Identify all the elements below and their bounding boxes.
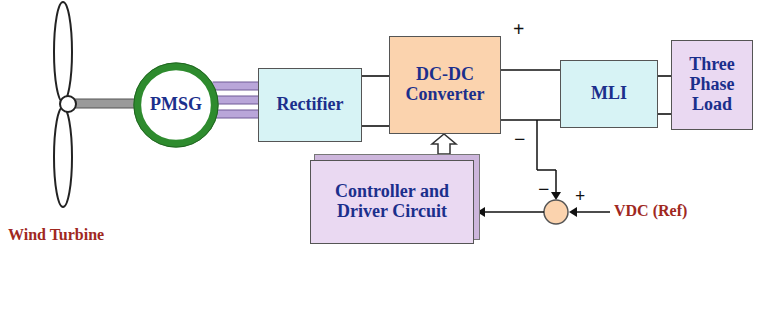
connector: [213, 86, 258, 114]
converter-box: DC-DC Converter: [389, 36, 501, 134]
turbine-shaft: [72, 99, 142, 108]
node-text: Rectifier: [277, 95, 344, 115]
signal-name: VDC (Ref): [614, 202, 687, 220]
power-line: [213, 83, 258, 90]
rectifier-box: Rectifier: [258, 68, 362, 142]
arrow-head: [477, 207, 485, 217]
turbine-hub: [60, 96, 76, 112]
power-line: [216, 111, 258, 118]
connector: [432, 134, 456, 154]
polarity-sign: +: [513, 18, 524, 41]
power-line: [501, 69, 560, 71]
generator-ring: [134, 63, 218, 147]
controller-box: Controller and Driver Circuit: [310, 160, 474, 244]
polarity-sign: −: [514, 128, 525, 151]
power-line: [501, 119, 560, 121]
power-line: [217, 97, 258, 104]
generator-ring: [137, 66, 214, 143]
error-wire: [484, 211, 544, 213]
arrow-head: [551, 192, 561, 200]
summing-junction: [544, 200, 568, 224]
power-line: [362, 125, 389, 127]
power-line: [217, 96, 258, 105]
power-line: [213, 82, 258, 91]
feedback-wire: [536, 120, 538, 170]
turbine-blade: [54, 107, 72, 207]
polarity-sign: −: [538, 178, 549, 201]
component-label: Wind Turbine: [8, 226, 104, 244]
feedback-wire: [537, 169, 556, 171]
feedback-wire: [555, 170, 557, 193]
turbine-blade: [54, 2, 72, 102]
connector: [362, 76, 389, 126]
node-text: DC-DC Converter: [396, 65, 494, 105]
power-line: [216, 110, 258, 119]
connector: [501, 70, 560, 120]
power-line: [362, 75, 389, 77]
node-text: Controller and Driver Circuit: [317, 182, 467, 222]
node-text: PMSG: [150, 95, 202, 115]
node-text: Three Phase Load: [678, 55, 746, 114]
arrow-head: [569, 207, 577, 217]
reference-wire: [576, 211, 610, 213]
inverter-box: MLI: [560, 60, 658, 128]
node-text: MLI: [591, 84, 627, 104]
power-line: [658, 113, 671, 115]
connector: [658, 76, 671, 114]
power-line: [658, 75, 671, 77]
control-arrow: [432, 134, 456, 154]
load-box: Three Phase Load: [671, 40, 753, 130]
generator-circle: PMSG: [133, 62, 219, 148]
polarity-sign: +: [575, 186, 585, 207]
